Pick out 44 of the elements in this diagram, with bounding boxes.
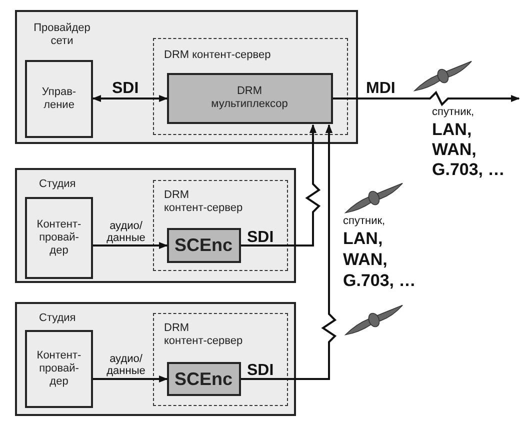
node-label: SCEnc — [173, 235, 234, 255]
group-heading: Студия — [39, 178, 77, 191]
link-label: спутник, — [432, 106, 474, 119]
group-heading: Провайдер сети — [32, 22, 92, 48]
process-box — [25, 330, 93, 408]
group-panel — [15, 302, 296, 416]
node-label: SCEnc — [173, 368, 234, 388]
arrow — [333, 90, 520, 106]
edge-label: аудио/ данные — [106, 353, 146, 377]
edge-label: SDI — [247, 362, 274, 380]
arrow — [241, 124, 337, 380]
group-heading: DRM контент-сервер — [164, 322, 244, 348]
edge-label: SDI — [112, 80, 139, 98]
arrow — [93, 242, 168, 250]
dashed-group-box — [153, 38, 348, 135]
process-box — [25, 197, 93, 279]
process-box — [166, 72, 332, 124]
group-heading: DRM контент-сервер — [164, 189, 244, 215]
network-type-label: WAN, — [432, 140, 476, 160]
dashed-group-box — [153, 313, 288, 406]
edge-label: SDI — [247, 229, 274, 247]
network-type-label: LAN, — [432, 120, 472, 140]
node-label: DRM мультиплексор — [210, 85, 289, 111]
link-label: спутник, — [343, 215, 386, 228]
node-label: Контент- провай- дер — [36, 218, 82, 258]
group-panel — [15, 168, 296, 283]
network-type-label: WAN, — [343, 250, 388, 270]
node-label: Контент- провай- дер — [36, 350, 82, 388]
group-heading: Студия — [39, 312, 77, 325]
arrow — [92, 94, 168, 102]
group-heading: DRM контент-сервер — [164, 49, 272, 62]
dashed-group-box — [153, 180, 288, 271]
process-box — [166, 228, 240, 262]
group-panel — [15, 10, 358, 144]
network-type-label: LAN, — [343, 229, 383, 249]
node-label: Управ- ление — [40, 86, 78, 112]
arrow — [241, 124, 321, 246]
network-type-label: G.703, … — [432, 160, 505, 180]
process-box — [25, 60, 93, 138]
process-box — [166, 362, 240, 396]
arrow — [93, 375, 168, 383]
edge-label: аудио/ данные — [106, 220, 146, 244]
network-type-label: G.703, … — [343, 271, 416, 291]
edge-label: MDI — [366, 80, 396, 98]
